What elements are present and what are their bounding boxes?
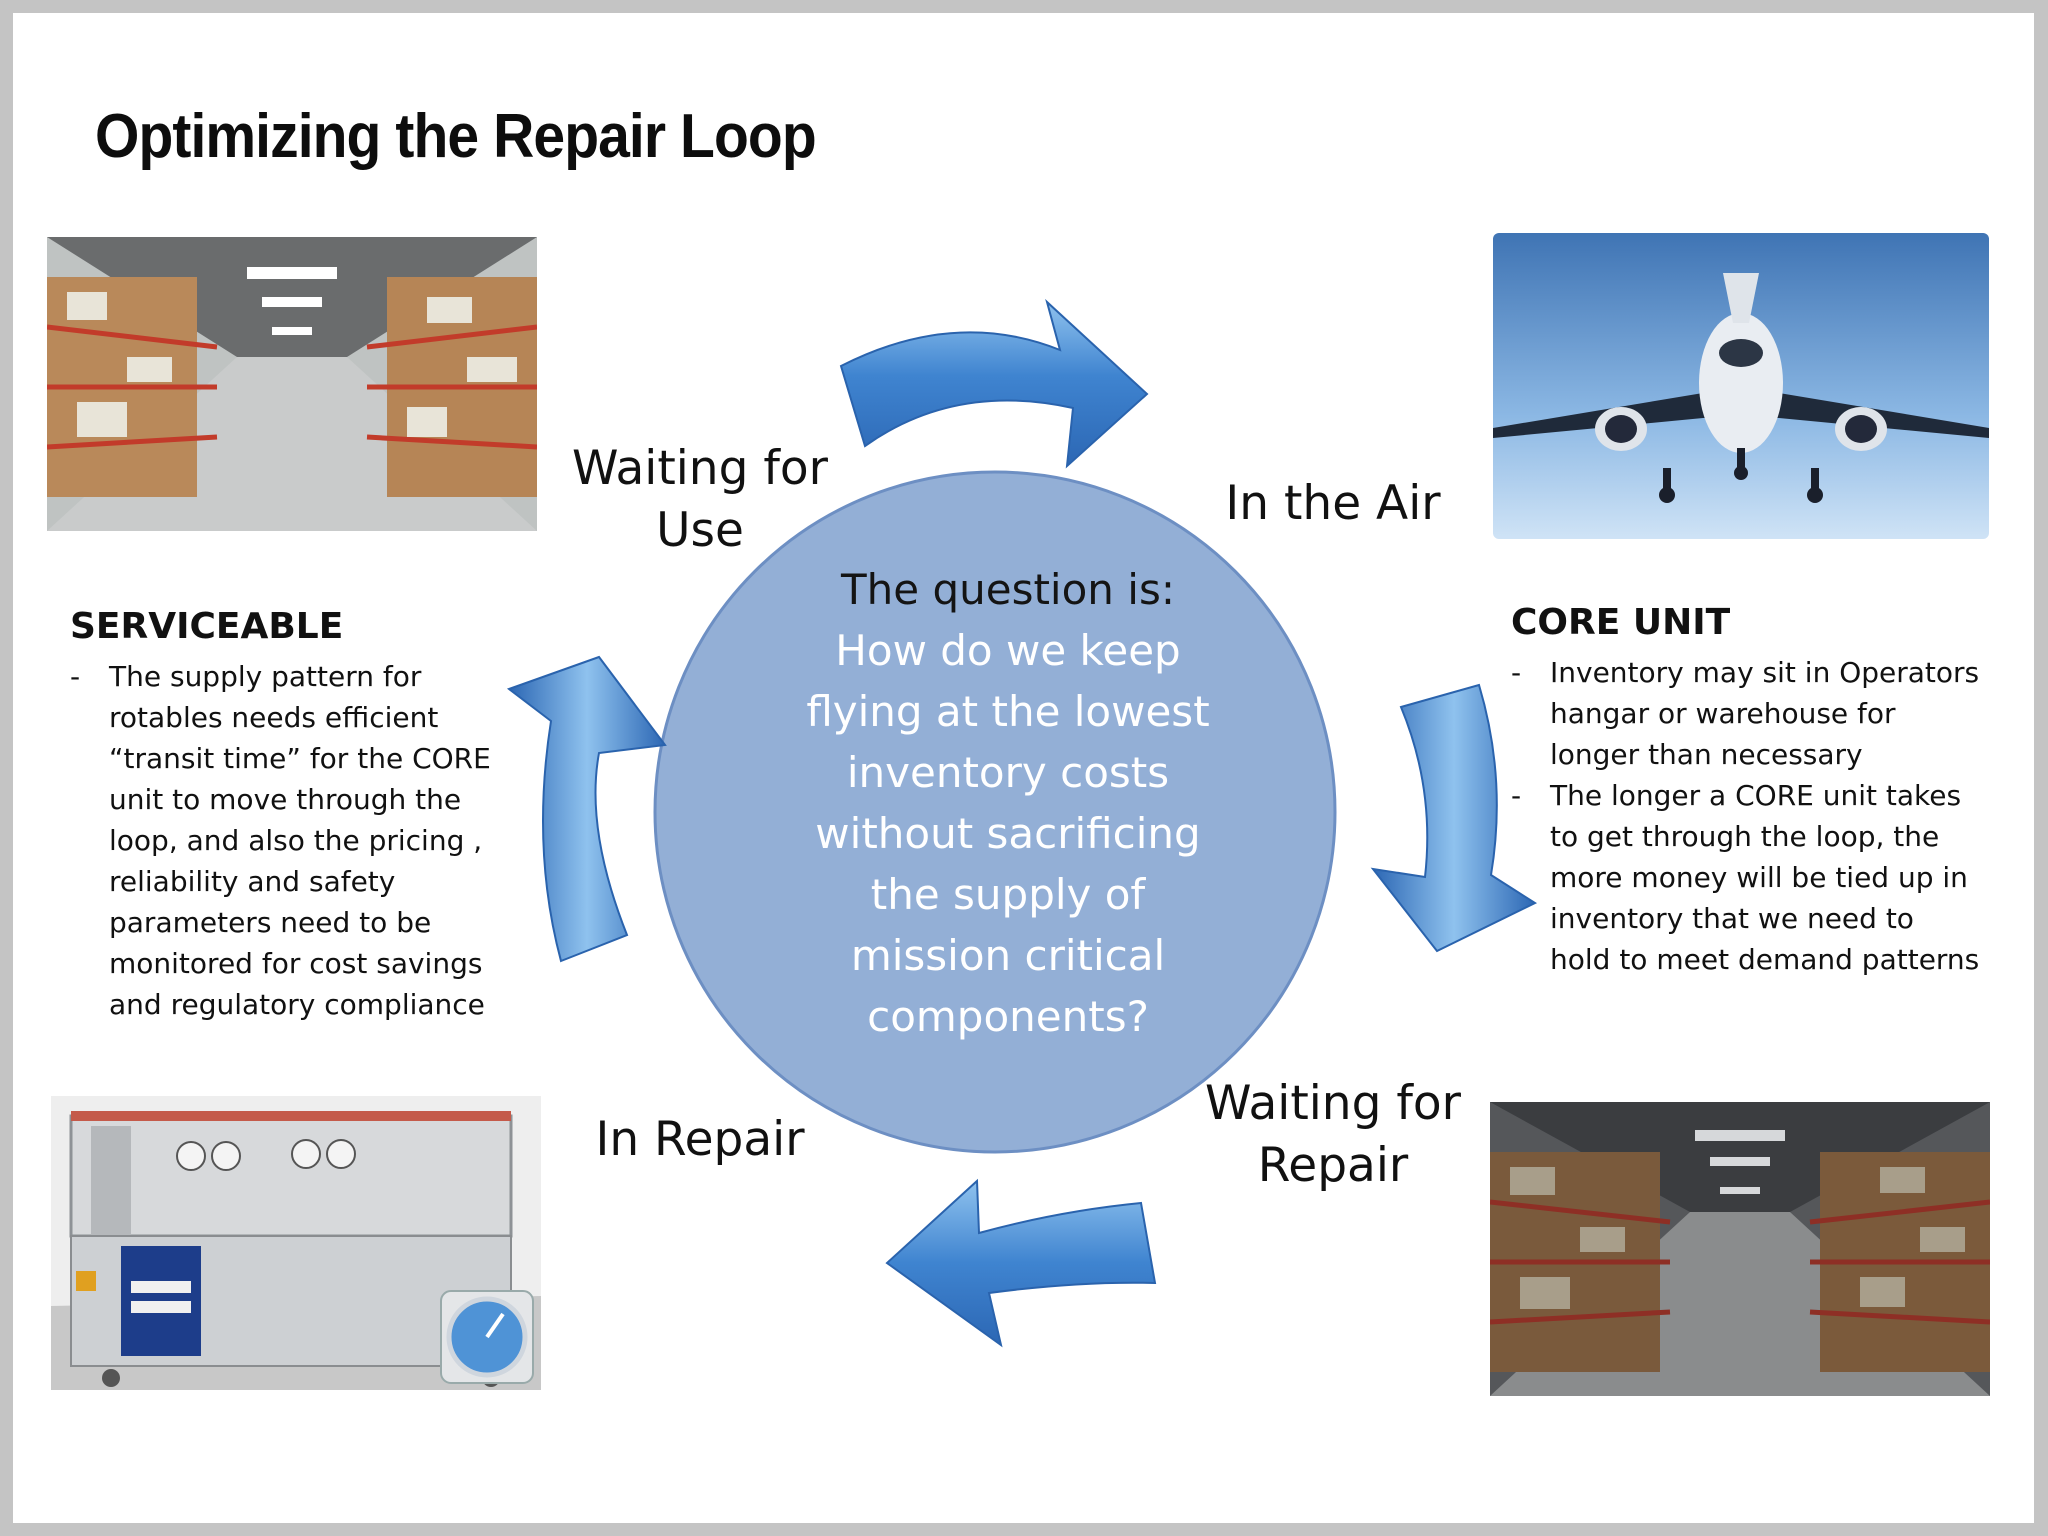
- core-unit-bullet: The longer a CORE unit takes to get thro…: [1511, 775, 1981, 980]
- slide-title: Optimizing the Repair Loop: [95, 102, 817, 171]
- core-unit-heading: CORE UNIT: [1511, 602, 1731, 643]
- arrow-left-icon: [506, 655, 667, 963]
- stage-waiting-for-repair: Waiting for Repair: [1183, 1073, 1483, 1197]
- question-line: How do we keep: [835, 626, 1181, 675]
- airplane-photo: [1493, 233, 1989, 539]
- stage-label-line: Waiting for: [572, 441, 828, 496]
- stage-waiting-for-use: Waiting for Use: [550, 438, 850, 562]
- stage-label-line: Waiting for: [1205, 1076, 1461, 1131]
- question-lead: The question is:: [841, 565, 1175, 614]
- question-line: inventory costs: [846, 748, 1170, 797]
- question-line: flying at the lowest: [806, 687, 1210, 736]
- stage-in-the-air: In the Air: [1183, 473, 1483, 535]
- stage-in-repair: In Repair: [550, 1109, 850, 1171]
- arrow-right-icon: [1370, 683, 1538, 953]
- serviceable-heading: SERVICEABLE: [70, 606, 344, 647]
- serviceable-bullets: The supply pattern for rotables needs ef…: [70, 656, 510, 1025]
- center-question: The question is: How do we keep flying a…: [718, 559, 1298, 1047]
- core-unit-bullets: Inventory may sit in Operators hangar or…: [1511, 652, 1981, 980]
- question-line: without sacrificing: [815, 809, 1201, 858]
- question-line: the supply of: [870, 870, 1146, 919]
- stage-label-line: In Repair: [595, 1112, 805, 1167]
- test-bench-photo: [51, 1096, 541, 1390]
- arrow-bottom-icon: [885, 1178, 1157, 1348]
- stage-label-line: Use: [656, 503, 744, 558]
- question-line: components?: [867, 992, 1149, 1041]
- serviceable-bullet: The supply pattern for rotables needs ef…: [70, 656, 510, 1025]
- arrow-top-icon: [839, 298, 1149, 469]
- core-unit-bullet: Inventory may sit in Operators hangar or…: [1511, 652, 1981, 775]
- question-body: How do we keep flying at the lowest inve…: [718, 620, 1298, 1047]
- center-circle: [653, 470, 1337, 1154]
- stage-label-line: In the Air: [1225, 476, 1441, 531]
- slide: Optimizing the Repair Loop: [13, 13, 2034, 1523]
- stage-label-line: Repair: [1257, 1138, 1409, 1193]
- warehouse-photo: [47, 237, 537, 531]
- question-line: mission critical: [850, 931, 1166, 980]
- warehouse-dark-photo: [1490, 1102, 1990, 1396]
